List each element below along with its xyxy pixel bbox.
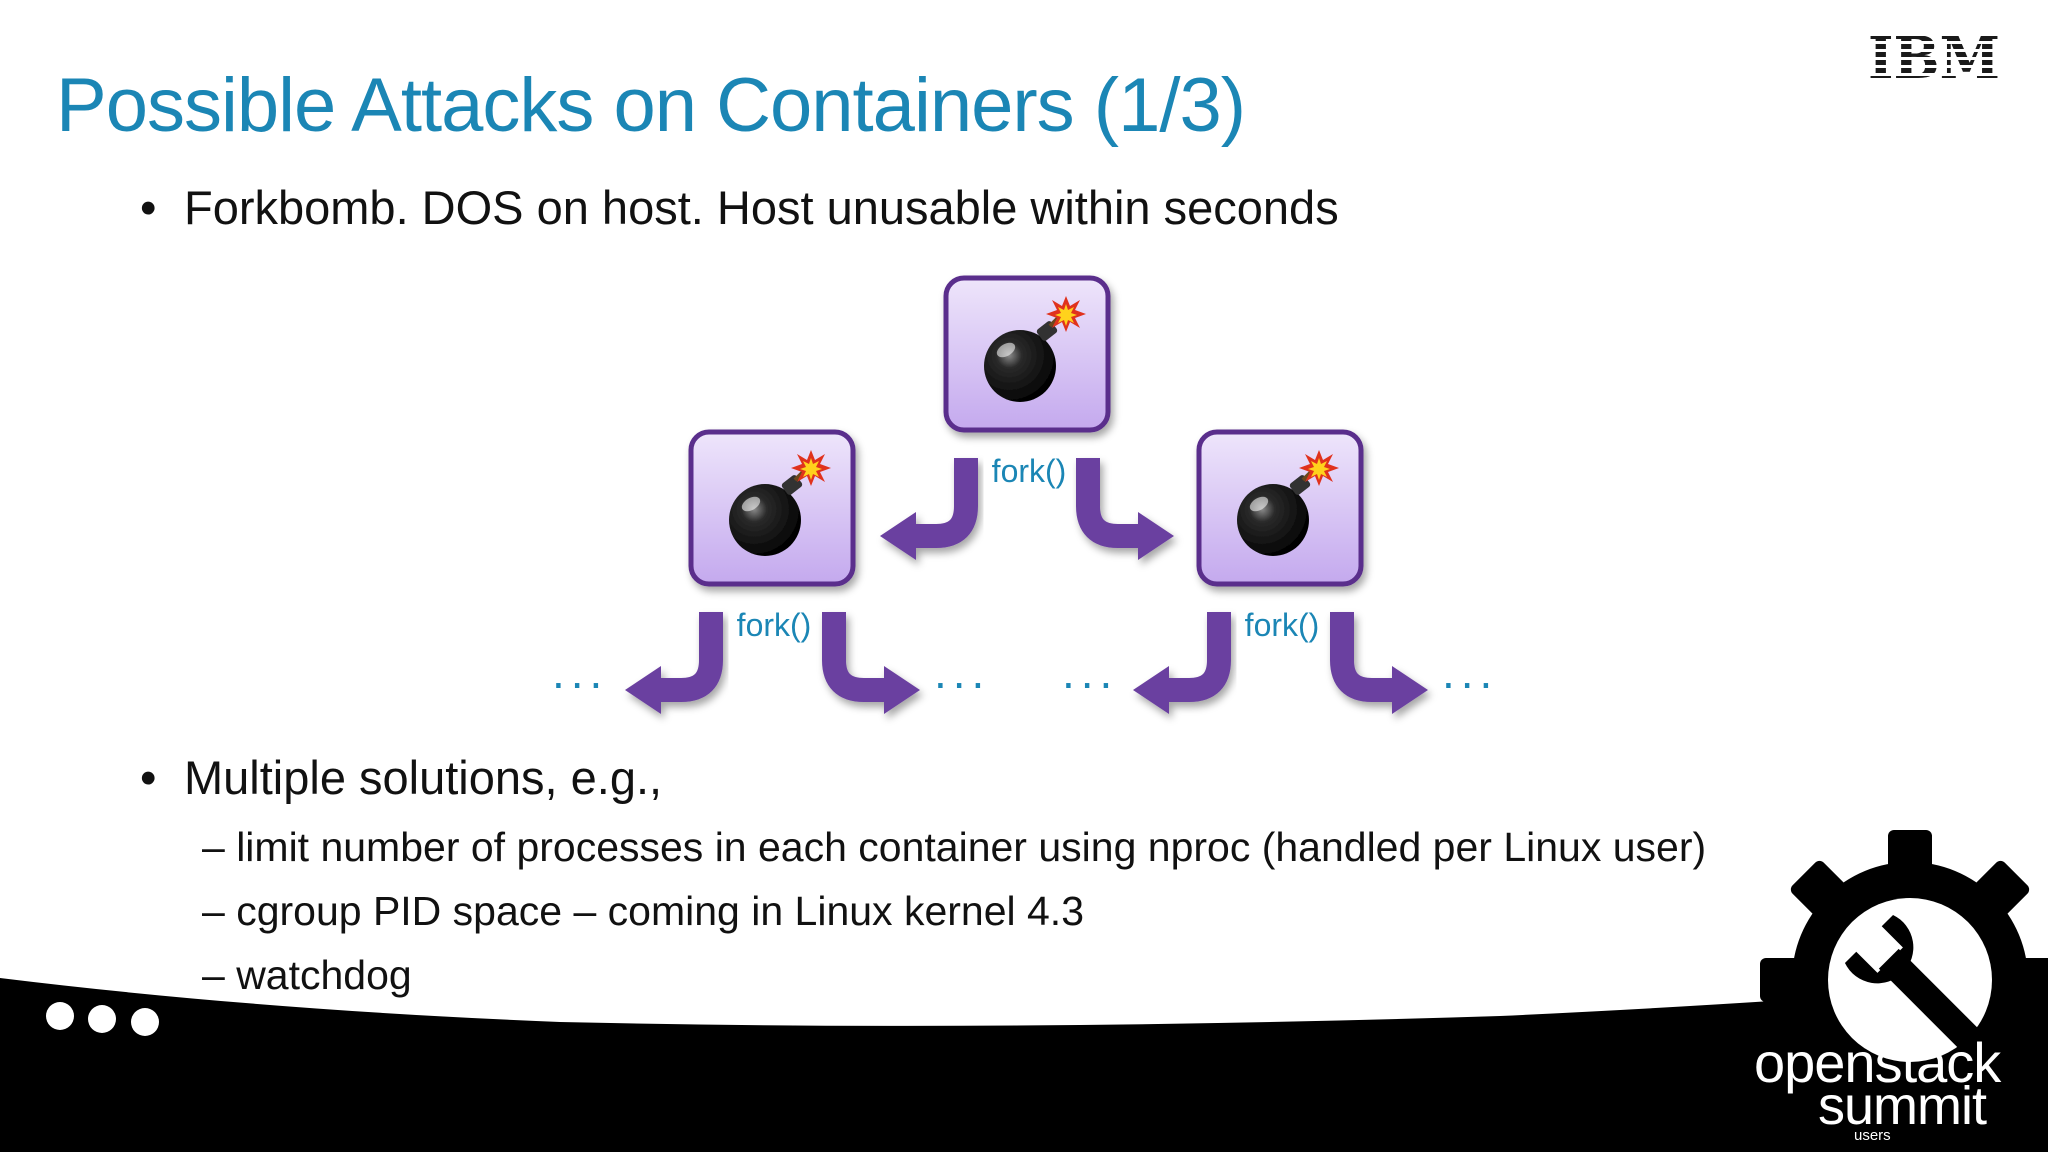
ellipsis-2: ... — [934, 646, 990, 698]
footer-dot-3 — [131, 1008, 159, 1036]
openstack-summit-logo: devs openstack summit users — [1754, 1029, 2003, 1144]
logo-summit: summit — [1818, 1076, 1987, 1136]
ellipsis-4: ... — [1442, 646, 1498, 698]
ellipsis-3: ... — [1062, 646, 1118, 698]
fork-label-right: fork() — [1245, 607, 1320, 643]
logo-openstack: openstack — [1754, 1031, 2002, 1094]
ellipsis-1: ... — [552, 646, 608, 698]
bullet-text: Multiple solutions, e.g., — [184, 751, 663, 804]
logo-tag-users: users — [1854, 1127, 1891, 1144]
bullet-text: Forkbomb. DOS on host. Host unusable wit… — [184, 181, 1339, 234]
footer-dot-1 — [46, 1002, 74, 1030]
sub-bullet-cgroup: – cgroup PID space – coming in Linux ker… — [202, 888, 1085, 934]
ibm-logo: IBM — [1868, 28, 2008, 84]
logo-tag-devs: devs — [1860, 1029, 1896, 1048]
footer-dot-2 — [88, 1005, 116, 1033]
slide-title: Possible Attacks on Containers (1/3) — [56, 63, 1246, 148]
gear-wrench-icon — [1760, 830, 2048, 1100]
sub-bullet-nproc: – limit number of processes in each cont… — [202, 824, 1707, 870]
bullet-forkbomb: • Forkbomb. DOS on host. Host unusable wi… — [140, 180, 1339, 235]
fork-label-root: fork() — [992, 453, 1067, 489]
fork-label-left: fork() — [737, 607, 812, 643]
bullet-solutions: • Multiple solutions, e.g., — [140, 750, 662, 805]
bullet-glyph: • — [140, 181, 157, 234]
sub-bullet-watchdog: – watchdog — [202, 952, 412, 998]
bullet-glyph: • — [140, 751, 157, 804]
